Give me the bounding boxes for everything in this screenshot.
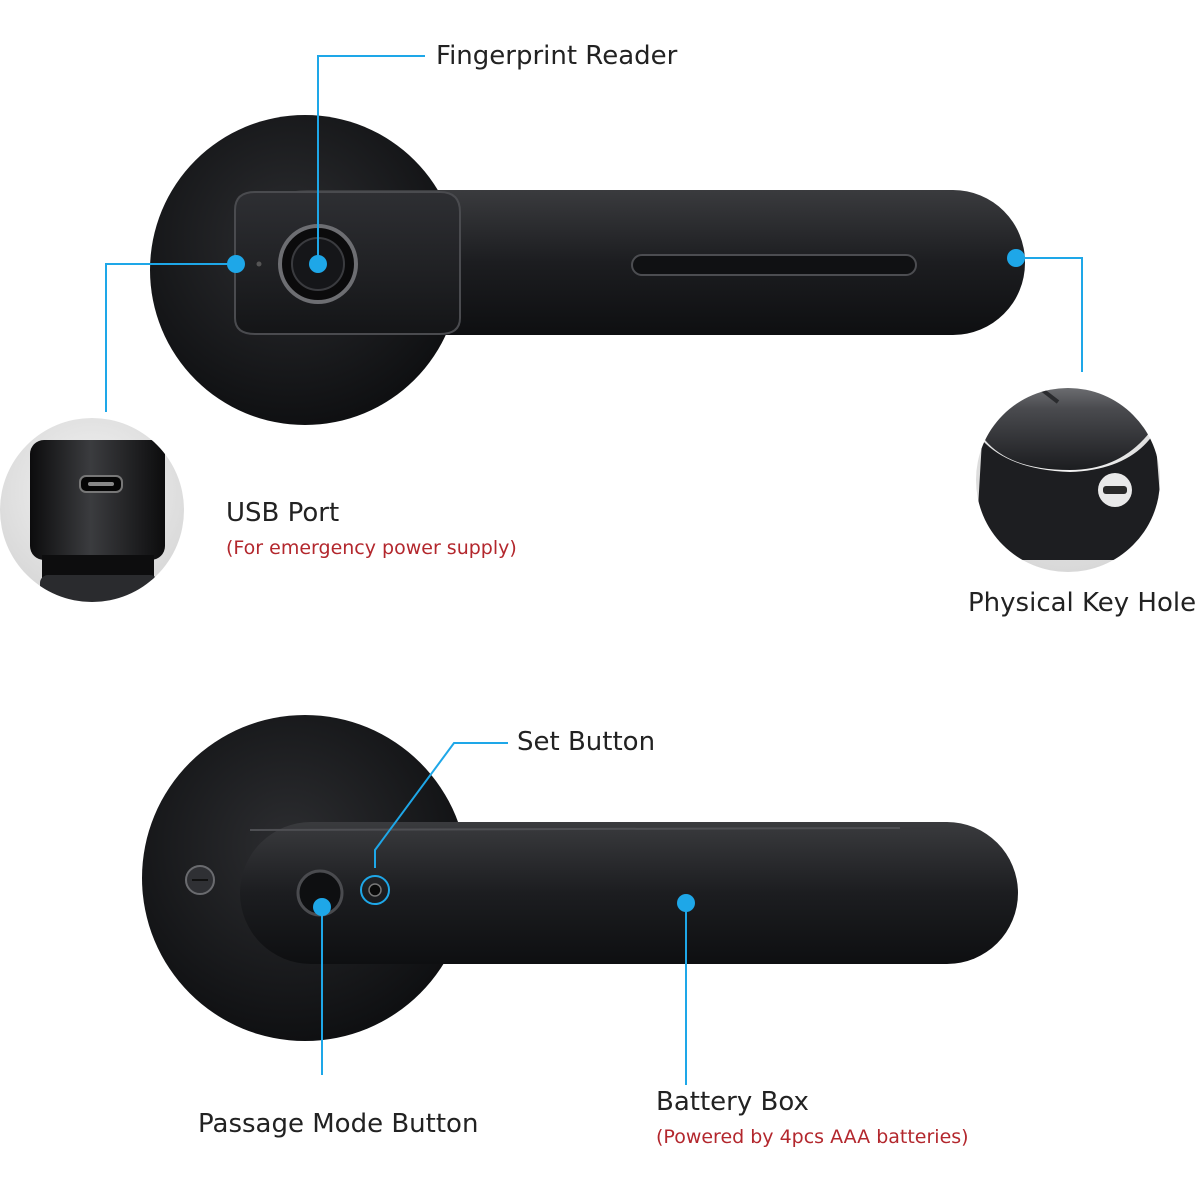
label-set-button: Set Button <box>517 727 656 757</box>
set-button-callout-line <box>374 742 508 868</box>
fingerprint-dot <box>309 255 327 273</box>
battery-dot <box>677 894 695 912</box>
label-battery-box: Battery Box <box>656 1087 809 1117</box>
usb-callout-line <box>105 263 236 412</box>
note-battery-box: (Powered by 4pcs AAA batteries) <box>656 1126 969 1148</box>
fingerprint-callout-line <box>317 55 425 262</box>
keyhole-callout-line <box>1016 257 1083 372</box>
label-fingerprint-reader: Fingerprint Reader <box>436 41 678 71</box>
handle-groove <box>631 254 917 276</box>
label-usb-port: USB Port <box>226 498 340 528</box>
key-hole-inset <box>976 388 1160 572</box>
bottom-handle <box>240 822 1018 964</box>
label-passage-mode-button: Passage Mode Button <box>198 1109 479 1139</box>
keyhole-dot <box>1007 249 1025 267</box>
set-button-hole <box>368 883 382 897</box>
callouts <box>105 55 1083 1085</box>
top-lock <box>150 115 1025 425</box>
bottom-lock <box>142 715 1018 1041</box>
set-button-ring <box>360 875 390 905</box>
usb-port-inset <box>0 418 184 602</box>
label-physical-key-hole: Physical Key Hole <box>968 588 1197 618</box>
note-usb-port: (For emergency power supply) <box>226 537 517 559</box>
callout-dots <box>227 249 1025 916</box>
passage-dot <box>313 898 331 916</box>
usb-dot <box>227 255 245 273</box>
